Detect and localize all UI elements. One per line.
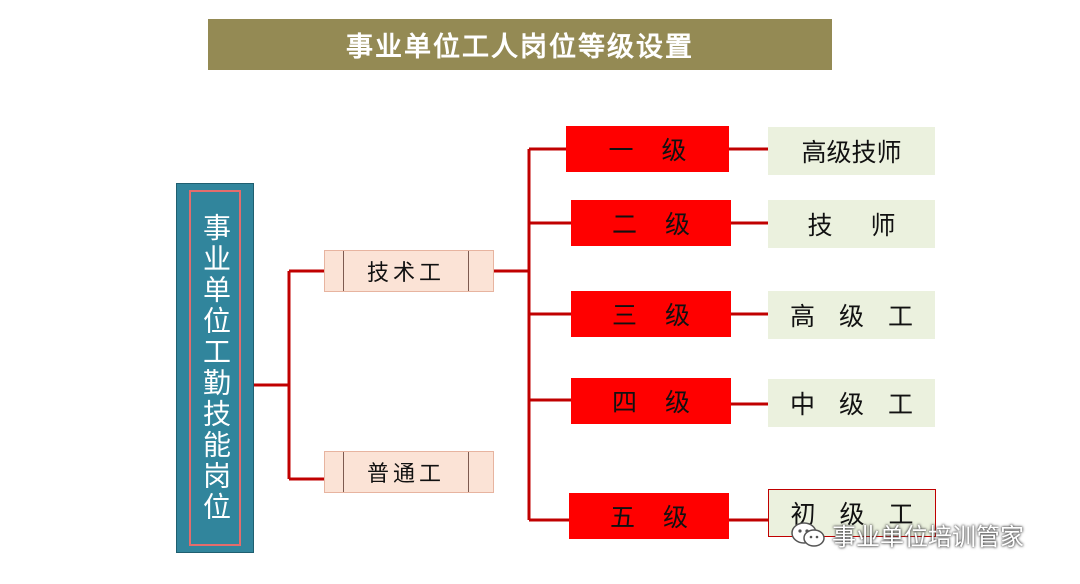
root-node-label: 事业单位工勤技能岗位 [199, 213, 232, 523]
title-node-2: 技 师 [768, 200, 935, 248]
category-node-general: 普通工 [324, 451, 494, 493]
title-node-5: 初 级 工 [768, 489, 936, 537]
root-node-frame: 事业单位工勤技能岗位 [189, 190, 241, 546]
level-node-3: 三级 [571, 291, 731, 337]
wechat-icon [791, 521, 825, 547]
level-node-1: 一级 [566, 126, 729, 172]
watermark: 事业单位培训管家 [790, 517, 1024, 552]
category-node-tech: 技术工 [324, 250, 494, 292]
level-node-5: 五级 [569, 493, 729, 539]
category-node-label: 普通工 [343, 452, 469, 492]
level-node-4: 四级 [571, 378, 731, 424]
level-node-2: 二级 [571, 200, 731, 246]
title-node-3: 高 级 工 [768, 291, 935, 339]
watermark-text: 事业单位培训管家 [832, 523, 1024, 551]
title-node-1: 高级技师 [768, 127, 935, 175]
root-node: 事业单位工勤技能岗位 [176, 183, 254, 553]
diagram-title: 事业单位工人岗位等级设置 [208, 19, 832, 70]
title-node-4: 中 级 工 [768, 379, 935, 427]
category-node-label: 技术工 [343, 251, 469, 291]
